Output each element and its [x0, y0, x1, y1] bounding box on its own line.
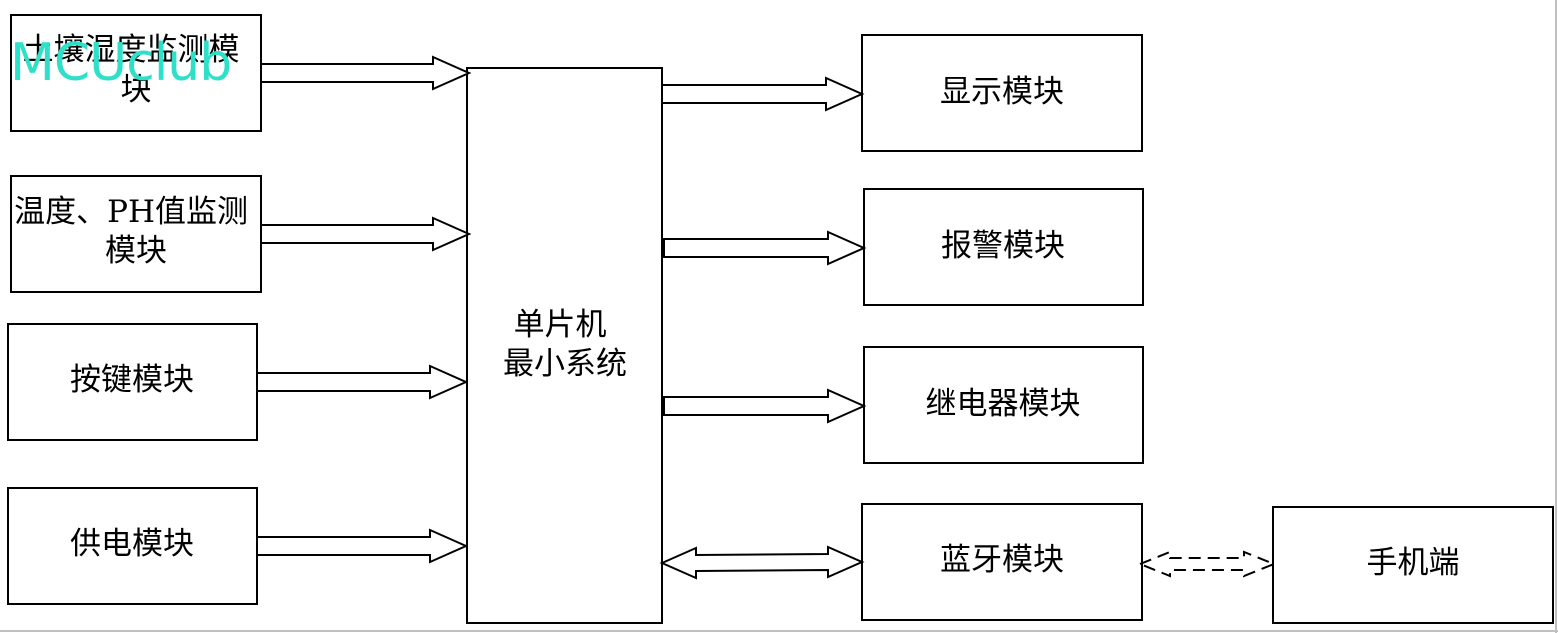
phone-module: 手机端 [1272, 506, 1554, 624]
power-module: 供电模块 [7, 487, 258, 605]
mcuclub-watermark: MCUclub [10, 33, 231, 93]
alarm-module: 报警模块 [863, 188, 1144, 306]
arrow-mcu-bluetooth-bidirectional [659, 545, 865, 580]
soil-humidity-label: 土壤湿度监测模 块 [23, 32, 250, 108]
phone-label: 手机端 [1367, 545, 1460, 581]
alarm-label: 报警模块 [941, 228, 1065, 264]
bluetooth-module: 蓝牙模块 [861, 503, 1143, 621]
arrow-mcu-to-display [661, 76, 865, 112]
arrow-power-to-mcu [256, 528, 469, 564]
mcu-system-module: 单片机 最小系统 [466, 67, 663, 624]
arrow-temp-to-mcu [260, 216, 472, 252]
arrow-soil-to-mcu [260, 55, 472, 91]
relay-module: 继电器模块 [863, 346, 1144, 464]
arrow-mcu-to-relay [663, 388, 867, 424]
soil-humidity-module: 土壤湿度监测模 块 [10, 14, 262, 132]
power-label: 供电模块 [70, 526, 194, 562]
arrow-mcu-to-alarm [663, 230, 867, 266]
temp-ph-module: 温度、PH值监测 模块 [10, 175, 262, 293]
temp-ph-label: 温度、PH值监测 模块 [14, 194, 258, 269]
relay-label: 继电器模块 [926, 386, 1081, 422]
mcu-label: 单片机 最小系统 [503, 307, 627, 382]
display-module: 显示模块 [861, 34, 1143, 152]
key-module: 按键模块 [7, 323, 258, 441]
arrow-bluetooth-phone-wireless [1137, 550, 1277, 578]
display-label: 显示模块 [940, 74, 1064, 110]
arrow-key-to-mcu [256, 364, 469, 400]
bluetooth-label: 蓝牙模块 [940, 542, 1064, 578]
key-label: 按键模块 [70, 362, 194, 398]
